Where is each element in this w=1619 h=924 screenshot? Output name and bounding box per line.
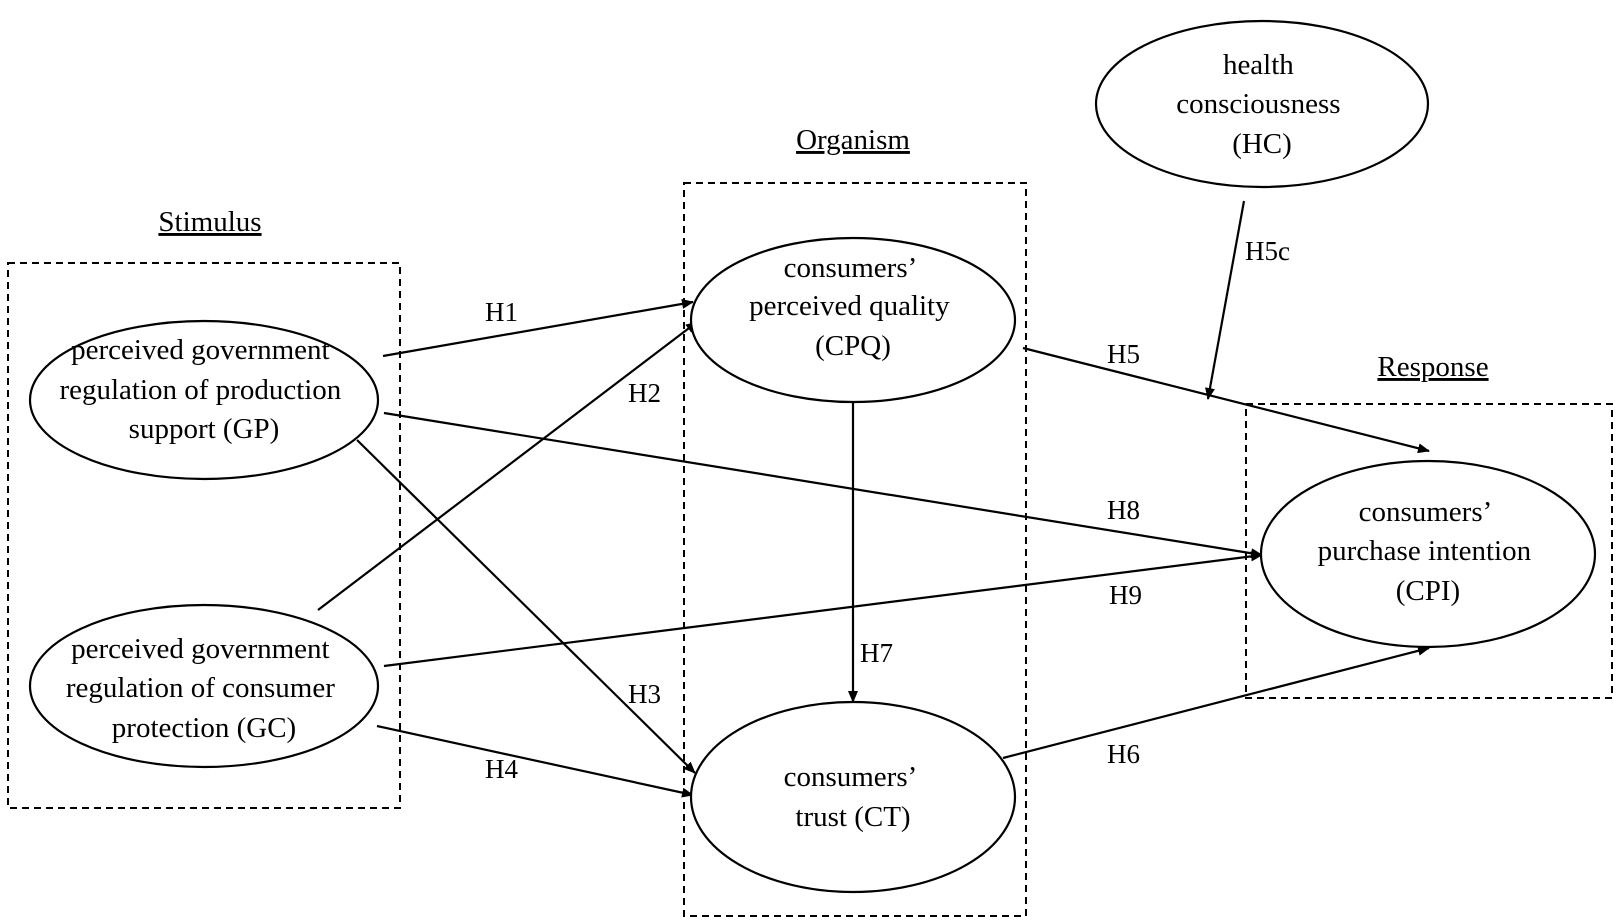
node-cpq-line-2: perceived quality <box>749 290 950 322</box>
organism-box <box>683 182 1027 917</box>
edge-label-h1: H1 <box>485 297 518 327</box>
node-ct: consumers’ trust (CT) <box>689 700 1017 894</box>
edge-h9 <box>383 551 1263 668</box>
edge-h1 <box>382 298 694 358</box>
node-gp-line-1: perceived government <box>71 334 329 366</box>
edge-label-h2: H2 <box>628 378 661 408</box>
node-cpi-line-2: purchase intention <box>1318 535 1532 567</box>
edge-label-h5: H5 <box>1107 339 1140 369</box>
node-cpi-line-3: (CPI) <box>1396 575 1460 607</box>
edge-h5 <box>1022 346 1430 454</box>
node-cpq-line-1: consumers’ <box>784 252 916 284</box>
organism-label: Organism <box>796 124 910 156</box>
edge-label-h8: H8 <box>1107 495 1140 525</box>
edge-h5c <box>1205 200 1246 400</box>
node-hc-label: health consciousness (HC) <box>1176 49 1348 160</box>
node-cpq: consumers’ perceived quality (CPQ) <box>689 236 1017 404</box>
edge-label-h6: H6 <box>1107 739 1140 769</box>
node-gp: perceived government regulation of produ… <box>28 319 380 481</box>
node-ct-label: consumers’ trust (CT) <box>784 761 923 833</box>
node-gc-ellipse <box>28 603 380 769</box>
node-cpq-label: consumers’ perceived quality (CPQ) <box>749 252 957 362</box>
edge-h2 <box>317 321 698 611</box>
node-hc-ellipse <box>1094 19 1430 189</box>
node-cpi-line-1: consumers’ <box>1359 496 1491 528</box>
node-ct-line-2: trust (CT) <box>795 801 910 833</box>
node-hc-line-1: health <box>1223 49 1294 81</box>
node-hc: health consciousness (HC) <box>1094 19 1430 189</box>
node-gc-label: perceived government regulation of consu… <box>66 633 342 744</box>
node-cpq-line-3: (CPQ) <box>815 330 891 362</box>
node-cpq-ellipse <box>689 236 1017 404</box>
node-gp-label: perceived government regulation of produ… <box>59 334 348 445</box>
node-hc-line-3: (HC) <box>1232 128 1292 160</box>
edge-h4 <box>376 724 694 798</box>
node-cpi-ellipse <box>1259 459 1597 649</box>
edge-label-h5c: H5c <box>1245 236 1290 266</box>
node-cpi: consumers’ purchase intention (CPI) <box>1259 459 1597 649</box>
edge-label-h4: H4 <box>485 754 518 784</box>
edge-h8 <box>383 411 1263 559</box>
edge-h3 <box>356 439 696 774</box>
node-gc-line-2: regulation of consumer <box>66 672 335 704</box>
node-gp-line-3: support (GP) <box>129 413 280 445</box>
node-gp-ellipse <box>28 319 380 481</box>
stimulus-label: Stimulus <box>158 206 261 238</box>
node-gc: perceived government regulation of consu… <box>28 603 380 769</box>
node-gc-line-3: protection (GC) <box>112 712 296 744</box>
response-box <box>1245 403 1613 699</box>
node-cpi-label: consumers’ purchase intention (CPI) <box>1318 496 1539 607</box>
node-gp-line-2: regulation of production <box>59 374 341 406</box>
node-ct-line-1: consumers’ <box>784 761 916 793</box>
response-label: Response <box>1377 351 1488 383</box>
edge-label-h3: H3 <box>628 679 661 709</box>
edge-label-h7: H7 <box>860 638 893 668</box>
node-gc-line-1: perceived government <box>71 633 329 665</box>
edge-label-h9: H9 <box>1109 580 1142 610</box>
edge-h6 <box>1002 645 1430 760</box>
stimulus-box <box>7 262 401 809</box>
node-ct-ellipse <box>689 700 1017 894</box>
node-hc-line-2: consciousness <box>1176 88 1340 120</box>
